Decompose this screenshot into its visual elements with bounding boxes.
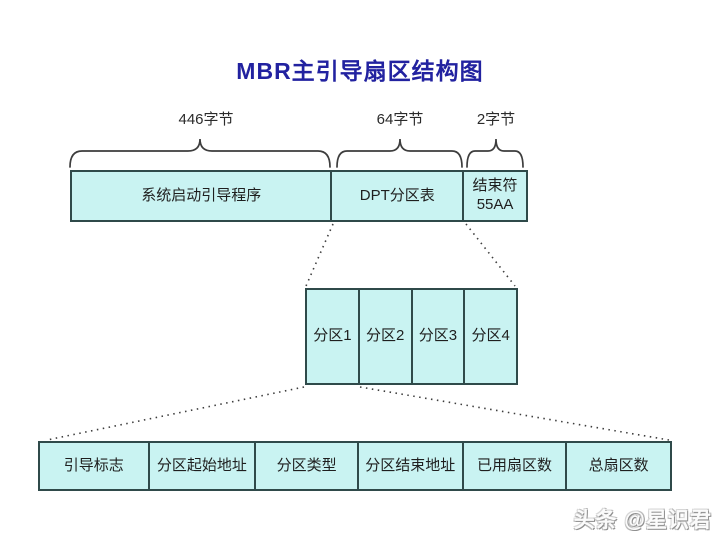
partition-entry-bar: 引导标志 分区起始地址 分区类型 分区结束地址 已用扇区数 总扇区数 — [38, 441, 672, 491]
partition-table-box: 分区1 分区2 分区3 分区4 — [305, 288, 518, 385]
dotted-line-dpt-left — [305, 223, 334, 287]
entry-cell-boot-flag: 引导标志 — [40, 443, 150, 489]
entry-cell-total-sectors: 总扇区数 — [567, 443, 671, 489]
entry-cell-used-sectors-label: 已用扇区数 — [476, 456, 552, 474]
watermark-toutiao: 头条 @星识君 — [573, 509, 712, 532]
page-title: MBR主引导扇区结构图 — [236, 58, 484, 84]
byte-size-label-signature: 2字节 — [476, 111, 516, 128]
entry-cell-total-sectors-label: 总扇区数 — [588, 456, 649, 474]
partition-cell-2-label: 分区2 — [365, 327, 405, 345]
brace-2-bytes — [466, 138, 524, 168]
partition-cell-2: 分区2 — [359, 290, 413, 383]
partition-cell-1-label: 分区1 — [313, 327, 352, 345]
mbr-cell-signature-line2: 55AA — [476, 196, 514, 213]
partition-cell-4: 分区4 — [465, 290, 516, 383]
dotted-line-partition-right — [359, 386, 670, 441]
brace-64-bytes — [336, 138, 463, 168]
entry-cell-end-address-label: 分区结束地址 — [365, 456, 456, 474]
partition-cell-4-label: 分区4 — [471, 327, 510, 345]
mbr-cell-signature-line1: 结束符 — [472, 177, 518, 195]
dotted-line-partition-left — [46, 386, 305, 441]
entry-cell-used-sectors: 已用扇区数 — [463, 443, 568, 489]
mbr-cell-boot-code: 系统启动引导程序 — [72, 172, 333, 220]
mbr-cell-signature: 结束符 55AA — [464, 172, 526, 220]
entry-cell-partition-type-label: 分区类型 — [276, 456, 337, 474]
mbr-cell-boot-code-label: 系统启动引导程序 — [141, 186, 262, 204]
byte-size-label-boot-code: 446字节 — [178, 111, 234, 128]
brace-446-bytes — [69, 138, 331, 168]
entry-cell-partition-type: 分区类型 — [256, 443, 359, 489]
entry-cell-end-address: 分区结束地址 — [358, 443, 464, 489]
entry-cell-boot-flag-label: 引导标志 — [63, 456, 124, 474]
partition-cell-3-label: 分区3 — [418, 327, 458, 345]
mbr-cell-dpt: DPT分区表 — [332, 172, 465, 220]
entry-cell-start-address-label: 分区起始地址 — [156, 456, 247, 474]
partition-cell-1: 分区1 — [307, 290, 360, 383]
dotted-line-dpt-right — [465, 223, 516, 287]
mbr-sector-bar: 系统启动引导程序 DPT分区表 结束符 55AA — [70, 170, 528, 222]
partition-cell-3: 分区3 — [412, 290, 466, 383]
entry-cell-start-address: 分区起始地址 — [149, 443, 257, 489]
mbr-cell-dpt-label: DPT分区表 — [359, 186, 435, 204]
byte-size-label-dpt: 64字节 — [376, 111, 424, 128]
